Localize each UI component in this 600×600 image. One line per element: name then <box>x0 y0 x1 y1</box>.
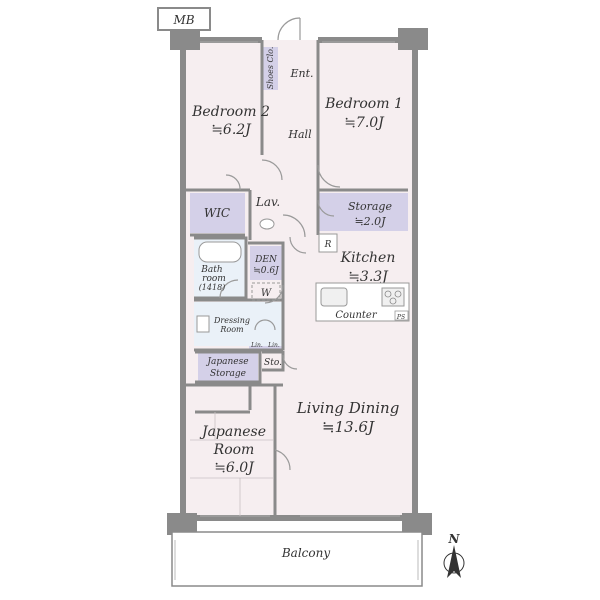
windows <box>200 41 400 517</box>
dressing-sink <box>196 315 210 333</box>
entrance-label: Ent. <box>289 67 313 80</box>
storage-name: Storage <box>348 200 392 213</box>
den-name: DEN <box>254 255 278 265</box>
refrigerator-box <box>318 233 338 253</box>
refrigerator-label: R <box>324 240 332 250</box>
washer-label: W <box>261 288 272 299</box>
den-area-text: ≒0.6J <box>253 266 280 276</box>
door-swings <box>219 17 341 471</box>
bedroom2-area: ≒6.2J <box>211 122 252 138</box>
kitchen-sink <box>320 287 348 307</box>
bathtub <box>198 241 242 263</box>
living-dining-area: ≒13.6J <box>322 418 375 436</box>
wic-label: WIC <box>204 206 230 220</box>
north-arrow-icon <box>447 545 461 578</box>
burner <box>394 290 402 298</box>
washer-box <box>251 282 281 301</box>
linen2-label: Lin. <box>267 342 280 349</box>
stove <box>381 287 405 307</box>
columns <box>167 28 432 535</box>
den-area <box>250 246 283 280</box>
shoe-closet-label: Shoes Clo. <box>266 47 275 90</box>
japanese-storage-area <box>198 352 258 382</box>
linen1-label: Lin. <box>250 342 263 349</box>
storage-area <box>318 193 408 231</box>
lavatory-label: Lav. <box>255 195 280 209</box>
ps-box <box>394 310 409 321</box>
japanese-room-name1: Japanese <box>199 424 266 440</box>
wic-area <box>190 193 245 233</box>
interior-walls <box>183 40 408 518</box>
outer-walls <box>180 37 418 521</box>
kitchen-area: ≒3.3J <box>348 269 389 285</box>
japanese-room-area: ≒6.0J <box>214 460 255 476</box>
bathroom-name1: Bath <box>200 265 222 275</box>
dressing-name2: Room <box>219 325 244 334</box>
hall-label: Hall <box>287 128 312 141</box>
bedroom1-area: ≒7.0J <box>344 115 385 131</box>
japanese-storage-name1: Japanese <box>205 357 248 367</box>
burner <box>389 297 397 305</box>
shoe-closet-area <box>262 47 278 90</box>
lavatory-sink <box>259 218 275 230</box>
bathroom-name2: room <box>202 274 226 284</box>
north-label: N <box>448 532 461 546</box>
kitchen-name: Kitchen <box>340 250 396 266</box>
mb-label: MB <box>172 13 194 27</box>
balcony-outline <box>171 531 423 587</box>
burner <box>384 290 392 298</box>
balcony-rail <box>174 540 419 580</box>
balcony-label: Balcony <box>281 546 330 560</box>
bedroom1-name: Bedroom 1 <box>324 96 403 112</box>
living-dining-name: Living Dining <box>296 399 400 417</box>
counter-label: Counter <box>335 310 377 321</box>
storage-area-text: ≒2.0J <box>354 215 386 228</box>
bedroom2-name: Bedroom 2 <box>191 104 270 120</box>
japanese-storage-name2: Storage <box>210 369 246 379</box>
bathroom-size: (1418) <box>199 283 226 292</box>
sto-label: Sto. <box>264 358 282 368</box>
ps-label: PS <box>396 314 405 321</box>
dressing-name1: Dressing <box>213 316 250 325</box>
japanese-room-name2: Room <box>213 442 255 458</box>
tatami-lines <box>190 412 273 516</box>
mb-box <box>157 7 211 31</box>
